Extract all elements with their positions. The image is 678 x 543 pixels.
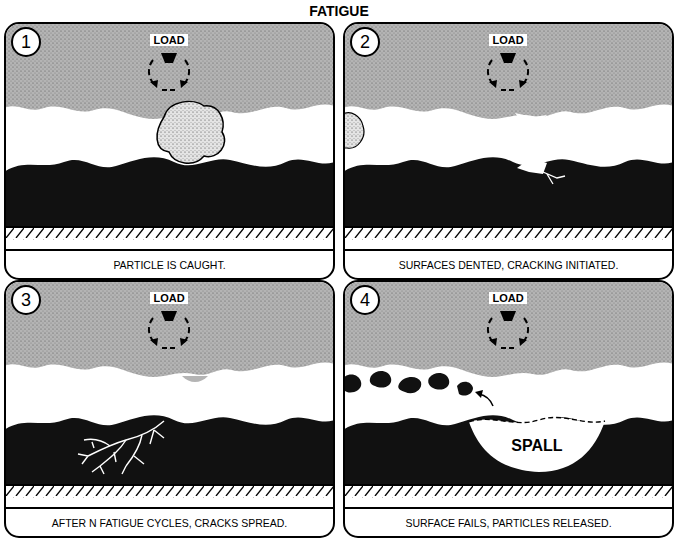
particle: [157, 101, 225, 163]
step-number: 2: [360, 32, 370, 53]
particle: [345, 113, 364, 148]
panel-1-art: [4, 22, 335, 279]
step-number: 3: [21, 290, 31, 311]
panel-caption: SURFACE FAILS, PARTICLES RELEASED.: [405, 517, 611, 529]
spall-cavity: [469, 417, 605, 472]
released-particles: [345, 371, 473, 396]
load-label: LOAD: [489, 34, 526, 47]
load-label: LOAD: [150, 292, 187, 305]
fatigue-panel: 2 LOAD SURFACES DENTED, CRACKING INITIATED…: [343, 22, 674, 280]
dent: [515, 113, 547, 126]
fatigue-panel: 1 LOAD PARTICLE IS CAUGHT.: [4, 22, 335, 280]
panel-caption: PARTICLE IS CAUGHT.: [113, 259, 225, 271]
diagram-title: FATIGUE: [0, 3, 678, 19]
cracks: [78, 421, 164, 474]
dent: [517, 158, 547, 174]
load-label: LOAD: [489, 292, 526, 305]
load-label: LOAD: [150, 34, 187, 47]
spall-label: SPALL: [511, 437, 562, 455]
crack: [543, 172, 565, 184]
panel-4-art: [343, 280, 674, 537]
panel-2-art: [343, 22, 674, 279]
panel-3-art: [4, 280, 335, 537]
step-number: 1: [21, 32, 31, 53]
panel-caption: SURFACES DENTED, CRACKING INITIATED.: [399, 259, 619, 271]
fatigue-panel: 4 LOAD SPALL SURFACE FAILS, PARTICLES RELEA…: [343, 280, 674, 538]
panel-caption: AFTER N FATIGUE CYCLES, CRACKS SPREAD.: [52, 517, 288, 529]
fatigue-panel: 3 LOAD AFTER N FATIGUE CYCLES, CRACKS SPRE…: [4, 280, 335, 538]
step-number: 4: [360, 290, 370, 311]
